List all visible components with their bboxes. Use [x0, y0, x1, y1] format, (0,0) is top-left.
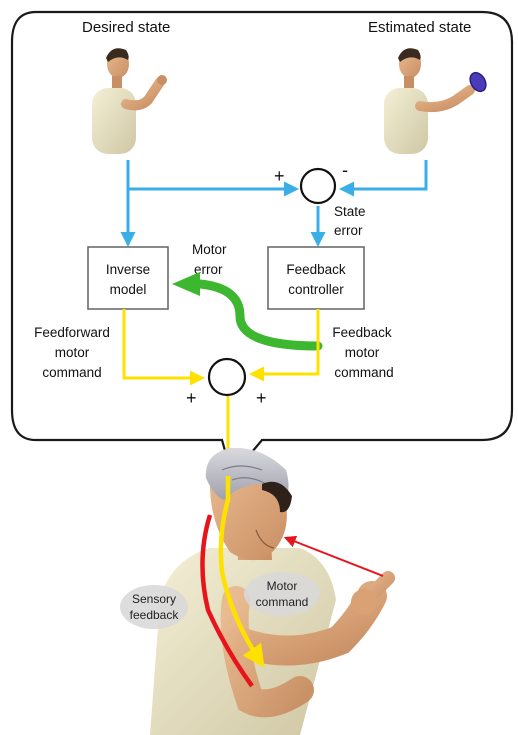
sensory-feedback-label-1: Sensory	[132, 592, 176, 606]
inverse-model-label-2: model	[110, 282, 147, 297]
state-comparator-circle	[299, 167, 337, 205]
summing-junction-circle	[207, 357, 247, 397]
motor-error-label-1: Motor	[192, 242, 227, 257]
feedforward-label-1: Feedforward	[34, 325, 110, 340]
feedback-motor-label-3: command	[334, 365, 393, 380]
motor-command-bubble: Motor command	[244, 572, 320, 616]
feedback-controller-box	[267, 246, 365, 310]
feedback-motor-label-2: motor	[345, 345, 380, 360]
comparator-plus-sign: +	[274, 166, 285, 186]
state-signal-lines	[120, 160, 428, 247]
state-error-label-2: error	[334, 223, 363, 238]
desired-state-label: Desired state	[82, 19, 170, 36]
motor-command-path	[218, 476, 265, 668]
motor-error-label-2: error	[194, 262, 223, 277]
desired-state-person-icon	[92, 48, 167, 154]
feedback-controller-label-1: Feedback	[286, 262, 346, 277]
inverse-model-label-1: Inverse	[106, 262, 150, 277]
inverse-model-box	[87, 246, 169, 310]
state-error-label-1: State	[334, 204, 366, 219]
sensory-feedback-paths	[200, 514, 384, 688]
feedforward-label-2: motor	[55, 345, 90, 360]
motor-command-label-2: command	[256, 595, 309, 609]
feedback-motor-label-1: Feedback	[332, 325, 392, 340]
motor-command-label-1: Motor	[267, 579, 298, 593]
summing-plus-left: +	[186, 388, 197, 408]
feedforward-label-3: command	[42, 365, 101, 380]
estimated-state-label: Estimated state	[368, 19, 471, 36]
motor-error-arrow	[172, 272, 323, 351]
sensory-feedback-bubble: Sensory feedback	[120, 585, 188, 629]
estimated-state-person-icon	[384, 48, 487, 154]
feedback-controller-label-2: controller	[288, 282, 344, 297]
comparator-minus-sign: -	[342, 160, 348, 180]
summing-plus-right: +	[256, 388, 267, 408]
sensory-feedback-label-2: feedback	[130, 608, 180, 622]
